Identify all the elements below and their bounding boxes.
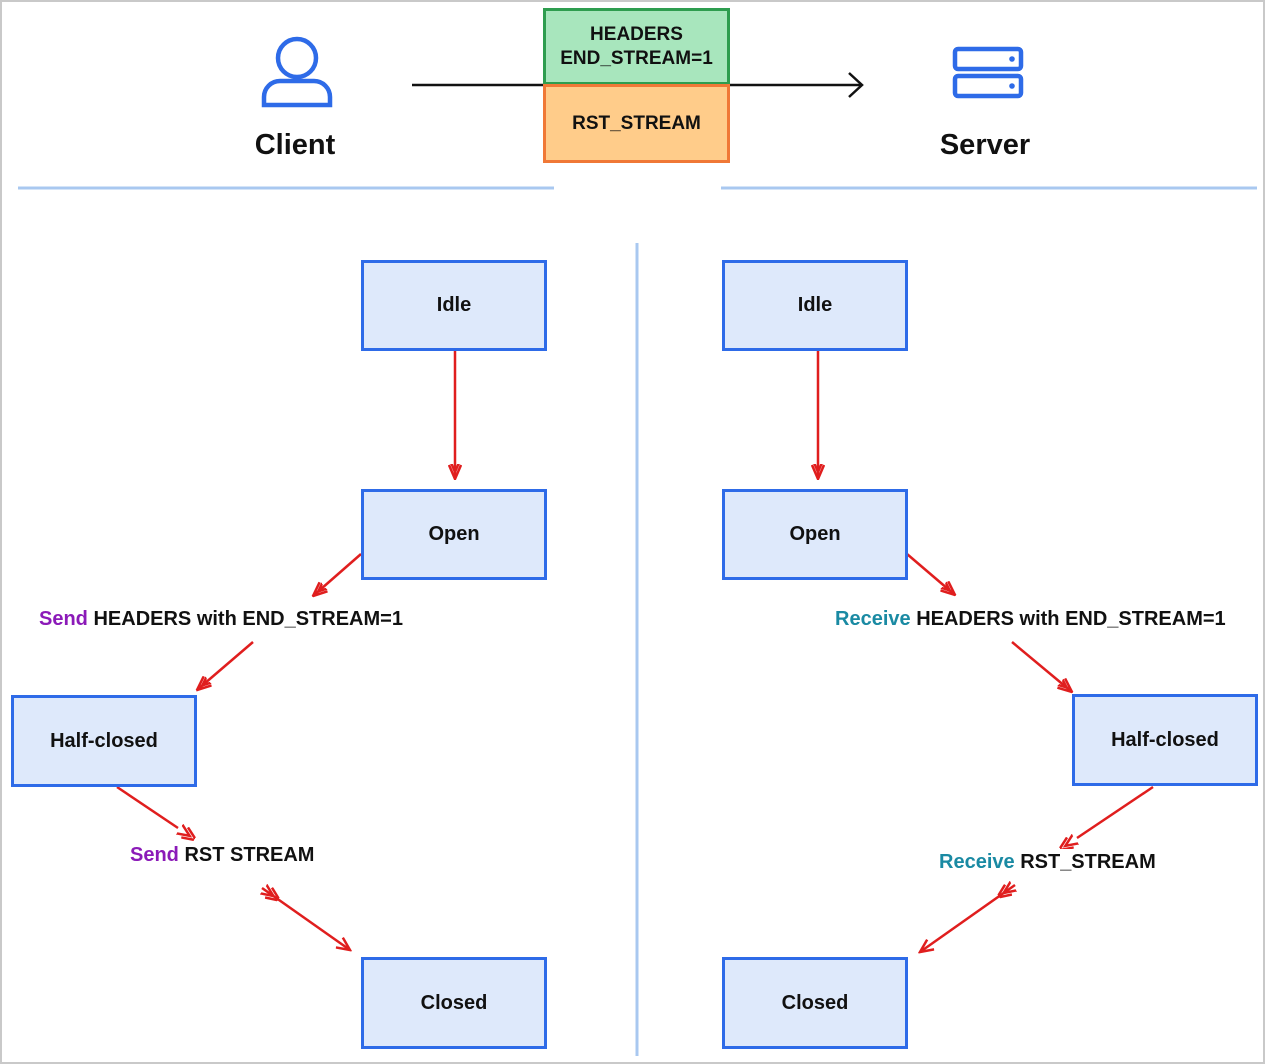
server-state-idle: Idle [722,260,908,351]
headers-packet-line1: HEADERS [590,23,683,45]
rst-stream-packet: RST_STREAM [543,84,730,163]
client-arrow-label-closed [262,888,350,950]
send-verb: Send [39,608,88,630]
server-transition-label-2: Receive RST_STREAM [937,849,1158,875]
server-arrow-label-halfclosed [1011,641,1072,692]
rst-stream-packet-label: RST_STREAM [572,112,701,134]
client-label: Client [254,129,336,161]
client-transition-label-2: Send RST STREAM [128,842,317,868]
server-arrow-open-label [906,553,955,595]
send-verb: Send [130,844,179,866]
client-arrow-halfclosed-label [116,785,178,828]
server-arrow-label-closed [920,885,1015,952]
server-led-1 [1009,56,1015,62]
client-state-open: Open [361,489,547,580]
transition-text: RST_STREAM [1020,851,1156,873]
server-transition-label-1: Receive HEADERS with END_STREAM=1 [833,606,1228,632]
server-led-2 [1009,83,1015,89]
headers-packet-line2: END_STREAM=1 [560,47,713,69]
user-icon [261,36,333,108]
client-arrow-label-halfclosed [197,641,254,690]
client-arrow-open-label [313,553,362,596]
client-transition-label-1: Send HEADERS with END_STREAM=1 [37,606,405,632]
client-state-closed: Closed [361,957,547,1049]
headers-packet: HEADERS END_STREAM=1 [543,8,730,85]
server-label: Server [939,129,1031,161]
receive-verb: Receive [939,851,1015,873]
message-arrowhead [848,72,864,98]
server-icon [952,46,1024,99]
receive-verb: Receive [835,608,911,630]
client-state-half-closed: Half-closed [11,695,197,787]
server-state-closed: Closed [722,957,908,1049]
transition-text: HEADERS with END_STREAM=1 [93,608,403,630]
server-state-half-closed: Half-closed [1072,694,1258,786]
server-arrow-halfclosed-label [1077,785,1154,838]
client-state-idle: Idle [361,260,547,351]
server-state-open: Open [722,489,908,580]
transition-text: RST STREAM [184,844,315,866]
transition-text: HEADERS with END_STREAM=1 [916,608,1226,630]
